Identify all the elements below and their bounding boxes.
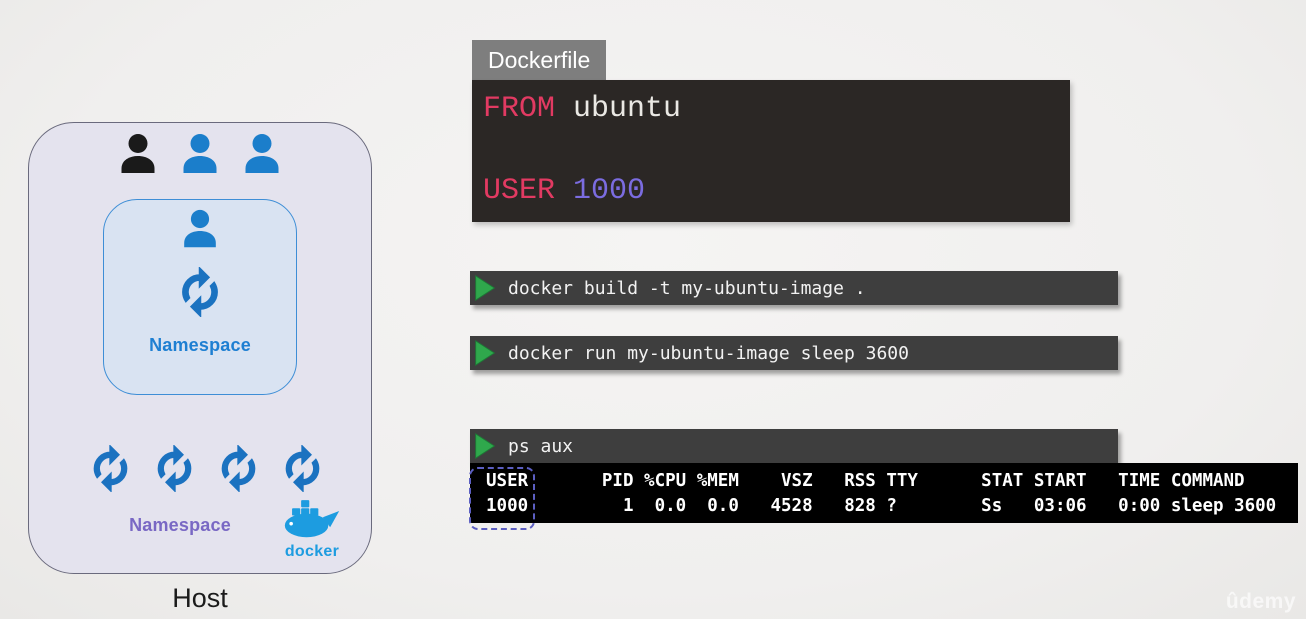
udemy-watermark: ûdemy <box>1225 590 1296 613</box>
sync-icon <box>215 445 262 492</box>
dockerfile-arg: 1000 <box>573 174 646 208</box>
sync-icon <box>279 445 326 492</box>
sync-icon <box>87 445 134 492</box>
dockerfile-arg: ubuntu <box>573 92 682 126</box>
process-sync-row <box>87 445 326 492</box>
dockerfile-space <box>555 174 573 208</box>
command-text: docker run my-ubuntu-image sleep 3600 <box>508 342 909 364</box>
command-bar-build: docker build -t my-ubuntu-image . <box>470 271 1118 305</box>
play-icon <box>473 339 497 367</box>
namespace-label: Namespace <box>149 335 251 355</box>
user-icon <box>177 207 223 253</box>
docker-logo: docker <box>279 499 345 561</box>
dockerfile-space <box>555 92 573 126</box>
play-icon <box>473 274 497 302</box>
dockerfile-keyword: FROM <box>483 92 556 126</box>
host-label: Host <box>172 583 228 613</box>
terminal-header-row: USER PID %CPU %MEM VSZ RSS TTY STAT STAR… <box>486 471 1245 491</box>
outer-namespace-label: Namespace <box>129 515 231 535</box>
play-icon <box>473 432 497 460</box>
command-bar-ps: ps aux <box>470 429 1118 463</box>
docker-whale-icon <box>283 499 341 541</box>
user-icon <box>114 131 162 179</box>
command-bar-run: docker run my-ubuntu-image sleep 3600 <box>470 336 1118 370</box>
dockerfile-tab: Dockerfile <box>472 40 607 80</box>
sync-icon <box>175 267 225 317</box>
terminal-output: USER PID %CPU %MEM VSZ RSS TTY STAT STAR… <box>470 463 1298 523</box>
namespace-box: Namespace <box>103 199 297 395</box>
dockerfile-line: FROM ubuntu <box>483 88 1070 130</box>
user-icon <box>238 131 286 179</box>
user-icon <box>176 131 224 179</box>
terminal-process-row: 1000 1 0.0 0.0 4528 828 ? Ss 03:06 0:00 … <box>486 496 1277 516</box>
command-text: ps aux <box>508 435 574 457</box>
command-text: docker build -t my-ubuntu-image . <box>508 277 866 299</box>
docker-logo-label: docker <box>284 543 340 560</box>
sync-icon <box>151 445 198 492</box>
dockerfile-keyword: USER <box>483 174 556 208</box>
host-box: Namespace Namespace docker <box>28 122 372 574</box>
host-users-row <box>29 131 371 179</box>
dockerfile-line: USER 1000 <box>483 170 1070 212</box>
dockerfile-code-block: FROM ubuntu USER 1000 <box>472 80 1070 222</box>
